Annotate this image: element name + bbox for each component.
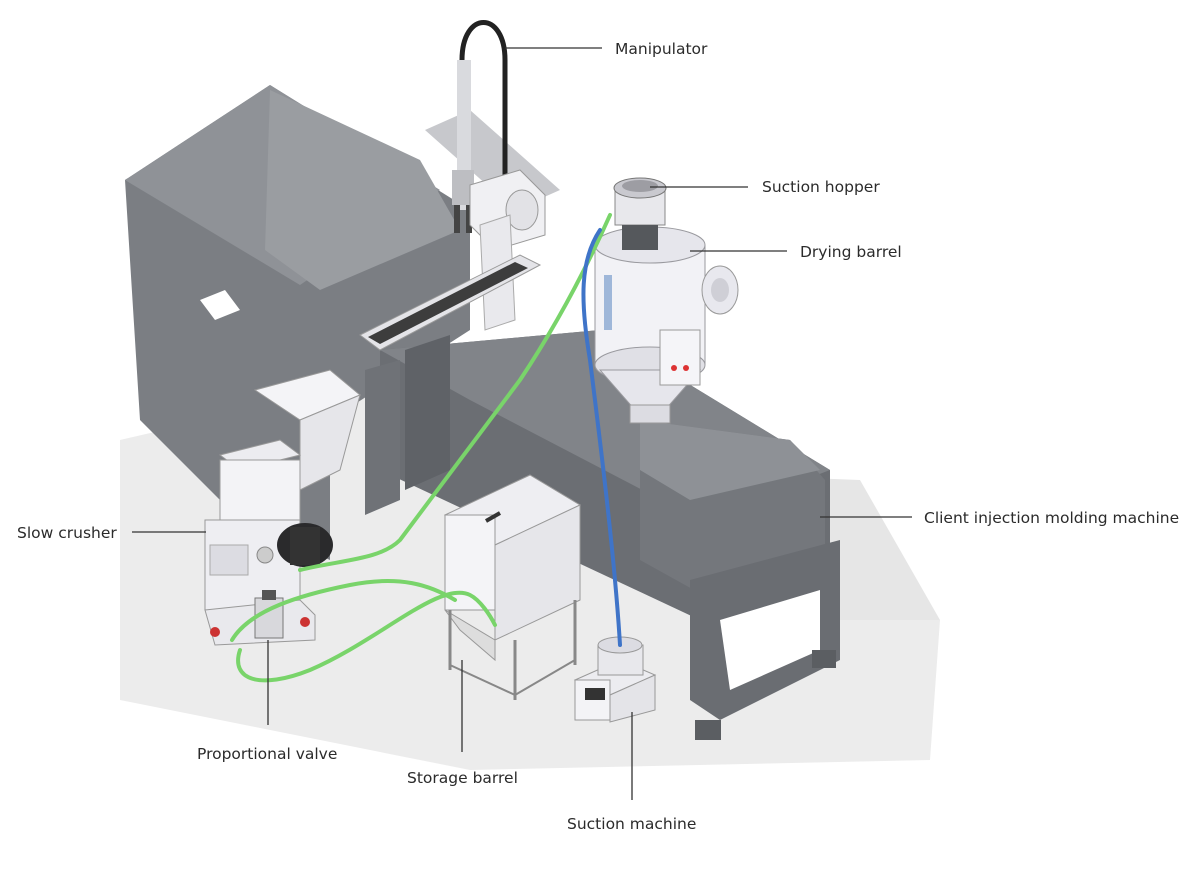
label-storage-barrel: Storage barrel bbox=[407, 769, 518, 787]
label-drying-barrel: Drying barrel bbox=[800, 243, 902, 261]
manipulator-robot bbox=[359, 20, 560, 351]
slow-crusher bbox=[204, 369, 361, 646]
label-suction-machine: Suction machine bbox=[567, 815, 696, 833]
label-proportional-valve: Proportional valve bbox=[197, 745, 337, 763]
drying-barrel-unit bbox=[594, 177, 739, 424]
label-suction-hopper: Suction hopper bbox=[762, 178, 880, 196]
labels: Manipulator Suction hopper Drying barrel… bbox=[17, 40, 1179, 833]
label-manipulator: Manipulator bbox=[615, 40, 708, 58]
leader-lines bbox=[132, 47, 912, 800]
storage-barrel bbox=[443, 474, 582, 700]
label-slow-crusher: Slow crusher bbox=[17, 524, 117, 542]
suction-machine bbox=[573, 636, 657, 723]
label-client-machine: Client injection molding machine bbox=[924, 509, 1179, 527]
conveying-tubes bbox=[230, 213, 622, 683]
